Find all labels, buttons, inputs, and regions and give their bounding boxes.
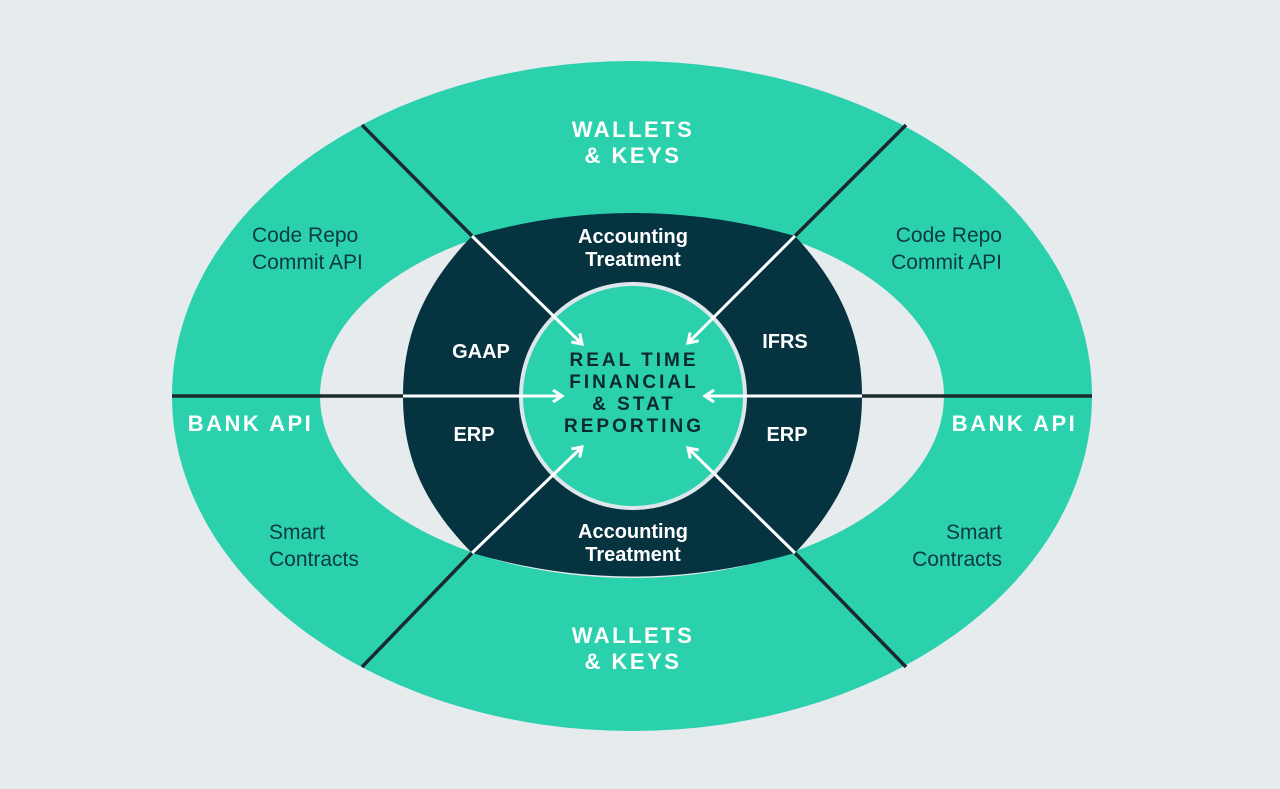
label-bank-api-right: BANK API	[951, 411, 1078, 436]
label-ifrs: IFRS	[762, 331, 808, 353]
arrow-bottom-right	[688, 448, 797, 555]
label-smart-contracts-right: Smart Contracts	[912, 521, 1002, 571]
divider-bottom-left	[360, 551, 474, 669]
label-erp-left: ERP	[453, 424, 495, 446]
arrow-bottom-left	[470, 447, 582, 555]
arrow-top-left	[470, 234, 582, 344]
label-accounting-treatment-top: Accounting Treatment	[578, 226, 688, 271]
label-smart-contracts-left: Smart Contracts	[269, 521, 359, 571]
label-gaap: GAAP	[452, 341, 510, 363]
divider-top-left	[360, 123, 474, 238]
divider-top-right	[793, 123, 908, 238]
label-code-repo-left: Code Repo Commit API	[252, 224, 363, 274]
divider-bottom-right	[793, 551, 908, 669]
label-wallets-keys-top: WALLETS & KEYS	[571, 117, 695, 169]
arrow-top-right	[688, 234, 797, 343]
label-center-reporting: REAL TIME FINANCIAL & STAT REPORTING	[564, 350, 704, 437]
label-code-repo-right: Code Repo Commit API	[891, 224, 1002, 274]
label-accounting-treatment-bottom: Accounting Treatment	[578, 521, 688, 566]
label-wallets-keys-bottom: WALLETS & KEYS	[571, 623, 695, 675]
divider-lines	[172, 123, 1092, 669]
label-erp-right: ERP	[766, 424, 808, 446]
label-bank-api-left: BANK API	[187, 411, 314, 436]
